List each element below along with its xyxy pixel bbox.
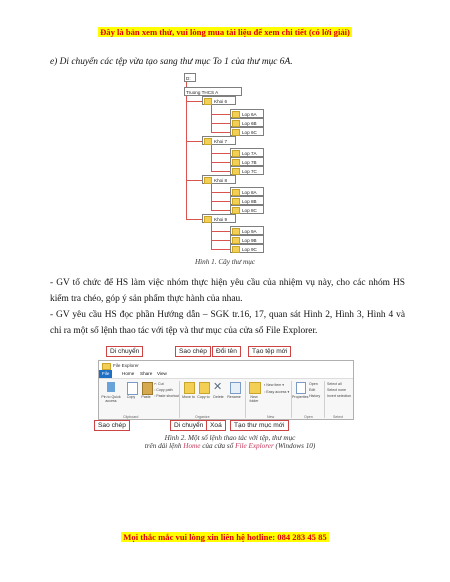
tab-home[interactable]: Home (122, 371, 135, 376)
tree-root: D: (184, 73, 196, 82)
copy-to-button[interactable]: Copy to (197, 395, 210, 399)
tree-class-9a: Lop 9A (230, 226, 264, 235)
paste-button[interactable]: Paste (141, 395, 151, 399)
explorer-titlebar: File Explorer (99, 361, 353, 370)
folder-icon (232, 159, 240, 166)
delete-icon: ✕ (213, 380, 223, 393)
tree-class-9c: Lop 9C (230, 244, 264, 253)
invert-selection-button[interactable]: Invert selection (327, 394, 352, 398)
tab-share[interactable]: Share (140, 371, 153, 376)
new-folder-icon (249, 382, 261, 394)
tree-class-9b: Lop 9B (230, 235, 264, 244)
tree-class-6b: Lop 6B (230, 118, 264, 127)
folder-icon (232, 237, 240, 244)
group-open: Open (304, 415, 313, 419)
folder-icon (232, 198, 240, 205)
rename-button[interactable]: Rename (227, 395, 241, 399)
tree-grade-8: Khoi 8 (202, 175, 236, 184)
tree-class-8a: Lop 8A (230, 187, 264, 196)
folder-icon (232, 189, 240, 196)
folder-icon (232, 168, 240, 175)
select-all-button[interactable]: Select all (327, 382, 342, 386)
tree-class-6a: Lop 6A (230, 109, 264, 118)
callout-new-folder: Tạo thư mục mới (230, 420, 289, 431)
figure-1-caption: Hình 1. Cây thư mục (194, 258, 256, 266)
group-select: Select (333, 415, 343, 419)
open-button[interactable]: Open (309, 382, 318, 386)
hotline-banner: Mọi thắc mắc vui lòng xin liên hệ hotlin… (121, 532, 329, 542)
folder-icon (102, 363, 111, 370)
folder-icon (204, 177, 212, 184)
folder-icon (232, 120, 240, 127)
callout-move-bottom: Di chuyển (170, 420, 208, 431)
copy-to-icon (199, 382, 210, 394)
home-ribbon: Pin to Quick access Copy Paste ✂ Cut ▫ C… (99, 379, 353, 419)
callout-rename: Đổi tên (212, 346, 241, 357)
tab-view[interactable]: View (157, 371, 167, 376)
group-clipboard: Clipboard (123, 415, 139, 419)
task-e: e) Di chuyển các tệp vừa tạo sang thư mụ… (50, 57, 293, 67)
pin-icon (107, 382, 115, 392)
group-new: New (267, 415, 275, 419)
paste-icon (142, 382, 153, 395)
cut-button[interactable]: ✂ Cut (154, 382, 164, 386)
folder-icon (232, 129, 240, 136)
callout-copy-bottom: Sao chép (94, 420, 130, 431)
tree-school: Truong THCS A (184, 87, 242, 96)
tree-grade-9: Khoi 9 (202, 214, 236, 223)
pin-quick-access-button[interactable]: Pin to Quick access (101, 395, 121, 403)
tree-grade-6: Khoi 6 (202, 96, 236, 105)
callout-delete: Xoá (206, 420, 226, 431)
copy-icon (127, 382, 138, 395)
figure-2-caption: Hình 2. Một số lệnh thao tác với tệp, th… (144, 434, 316, 450)
properties-button[interactable]: Properties (292, 395, 309, 399)
delete-button[interactable]: Delete (213, 395, 224, 399)
folder-icon (232, 111, 240, 118)
copy-button[interactable]: Copy (126, 395, 136, 399)
tree-class-7b: Lop 7B (230, 157, 264, 166)
group-organize: Organize (195, 415, 210, 419)
folder-icon (232, 150, 240, 157)
tree-class-7c: Lop 7C (230, 166, 264, 175)
new-item-button[interactable]: ▪ New item ▾ (264, 383, 285, 387)
tree-class-7a: Lop 7A (230, 148, 264, 157)
preview-banner: Đây là bản xem thử, vui lòng mua tài liệ… (98, 27, 352, 37)
folder-icon (232, 246, 240, 253)
folder-icon (232, 228, 240, 235)
select-none-button[interactable]: Select none (327, 388, 346, 392)
explorer-menubar: File Home Share View (99, 370, 353, 379)
callout-new-file: Tạo tệp mới (248, 346, 292, 357)
history-button[interactable]: History (309, 394, 321, 398)
tree-class-6c: Lop 6C (230, 127, 264, 136)
folder-icon (204, 98, 212, 105)
new-folder-button[interactable]: New folder (249, 395, 259, 403)
move-to-icon (184, 382, 195, 394)
move-to-button[interactable]: Move to (182, 395, 195, 399)
callout-copy-top: Sao chép (175, 346, 211, 357)
folder-icon (204, 138, 212, 145)
paste-shortcut-button[interactable]: ▫ Paste shortcut (154, 394, 180, 398)
paragraph-group-work: - GV tổ chức để HS làm việc nhóm thực hi… (50, 278, 405, 304)
callout-move-top: Di chuyển (106, 346, 144, 357)
tree-grade-7: Khoi 7 (202, 136, 236, 145)
paragraph-read-guide: - GV yêu cầu HS đọc phần Hướng dẫn – SGK… (50, 310, 405, 336)
folder-icon (204, 216, 212, 223)
tree-class-8b: Lop 8B (230, 196, 264, 205)
tree-class-8c: Lop 8C (230, 205, 264, 214)
copy-path-button[interactable]: ▫ Copy path (154, 388, 173, 392)
file-explorer-window: File Explorer File Home Share View Pin t… (98, 360, 354, 420)
folder-icon (232, 207, 240, 214)
edit-button[interactable]: Edit (309, 388, 316, 392)
tab-file[interactable]: File (99, 370, 113, 378)
properties-icon (296, 382, 306, 394)
rename-icon (230, 382, 241, 394)
easy-access-button[interactable]: ▫ Easy access ▾ (264, 390, 290, 394)
